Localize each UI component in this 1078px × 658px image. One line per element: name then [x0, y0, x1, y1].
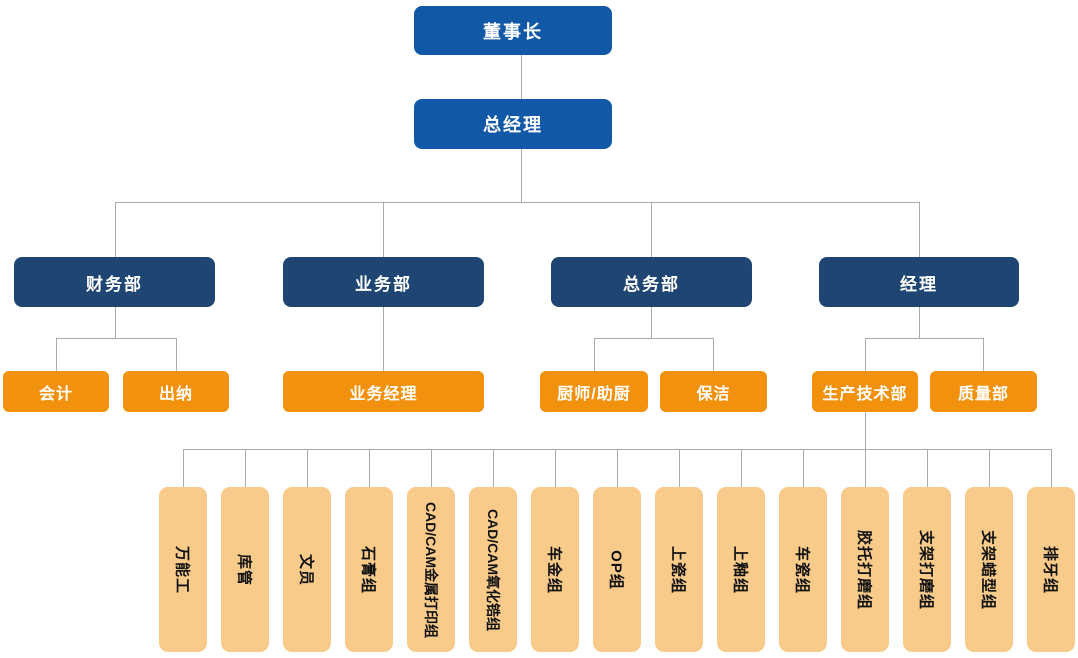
connector-line — [865, 412, 866, 449]
group-label: 上瓷组 — [669, 545, 687, 594]
connector-line — [307, 449, 308, 487]
connector-line — [594, 338, 595, 371]
group-label: CAD/CAM氧化锆组 — [485, 508, 501, 631]
connector-line — [713, 338, 714, 371]
group-label: 车瓷组 — [793, 545, 811, 594]
node-group-warehouse-keeper: 库管 — [221, 487, 269, 652]
connector-line — [741, 449, 742, 487]
group-label: 车金组 — [545, 545, 563, 594]
connector-line — [865, 338, 866, 371]
connector-line — [1051, 449, 1052, 487]
node-team-production-tech: 生产技术部 — [812, 371, 918, 412]
connector-line — [115, 202, 116, 257]
connector-line — [989, 449, 990, 487]
connector-line — [919, 202, 920, 257]
connector-line — [865, 338, 984, 339]
node-general-manager: 总经理 — [414, 99, 612, 149]
connector-line — [369, 449, 370, 487]
connector-line — [431, 449, 432, 487]
connector-line — [493, 449, 494, 487]
node-group-denture-polish: 胶托打磨组 — [841, 487, 889, 652]
connector-line — [865, 449, 866, 487]
connector-line — [651, 202, 652, 257]
node-group-op: OP组 — [593, 487, 641, 652]
node-group-glaze: 上釉组 — [717, 487, 765, 652]
connector-line — [617, 449, 618, 487]
group-label: CAD/CAM金属打印组 — [423, 501, 439, 638]
group-label: 石膏组 — [359, 545, 377, 594]
node-group-universal-worker: 万能工 — [159, 487, 207, 652]
node-dept-general-affairs: 总务部 — [551, 257, 752, 307]
node-team-quality: 质量部 — [930, 371, 1037, 412]
node-group-ceramic-milling: 车瓷组 — [779, 487, 827, 652]
node-group-framework-polish: 支架打磨组 — [903, 487, 951, 652]
connector-line — [679, 449, 680, 487]
connector-line — [176, 338, 177, 371]
node-team-accountant: 会计 — [3, 371, 109, 412]
group-label: 上釉组 — [731, 545, 749, 594]
node-dept-manager: 经理 — [819, 257, 1019, 307]
node-dept-finance: 财务部 — [14, 257, 215, 307]
connector-line — [245, 449, 246, 487]
node-team-cashier: 出纳 — [123, 371, 229, 412]
node-group-plaster: 石膏组 — [345, 487, 393, 652]
connector-line — [594, 338, 714, 339]
connector-line — [383, 307, 384, 371]
node-team-business-manager: 业务经理 — [283, 371, 484, 412]
group-label: 支架蜡型组 — [979, 529, 997, 610]
node-group-cad-cam-metal-print: CAD/CAM金属打印组 — [407, 487, 455, 652]
node-team-chef: 厨师/助厨 — [540, 371, 648, 412]
node-group-porcelain: 上瓷组 — [655, 487, 703, 652]
node-group-cad-cam-zirconia: CAD/CAM氧化锆组 — [469, 487, 517, 652]
group-label: 支架打磨组 — [917, 529, 935, 610]
connector-line — [56, 338, 57, 371]
connector-line — [115, 307, 116, 338]
node-chairman: 董事长 — [414, 6, 612, 55]
connector-line — [927, 449, 928, 487]
group-label: OP组 — [607, 549, 625, 590]
node-group-clerk: 文员 — [283, 487, 331, 652]
group-label: 万能工 — [173, 545, 191, 594]
node-group-teeth-arrangement: 排牙组 — [1027, 487, 1075, 652]
connector-line — [651, 307, 652, 338]
group-label: 排牙组 — [1041, 545, 1059, 594]
node-group-framework-wax: 支架蜡型组 — [965, 487, 1013, 652]
connector-line — [521, 55, 522, 99]
connector-line — [919, 307, 920, 338]
connector-line — [183, 449, 184, 487]
connector-line — [521, 149, 522, 202]
node-dept-business: 业务部 — [283, 257, 484, 307]
node-group-metal-milling: 车金组 — [531, 487, 579, 652]
group-label: 胶托打磨组 — [855, 529, 873, 610]
connector-line — [983, 338, 984, 371]
connector-line — [56, 338, 176, 339]
group-label: 库管 — [235, 553, 253, 586]
connector-line — [803, 449, 804, 487]
group-label: 文员 — [297, 553, 315, 586]
node-team-cleaner: 保洁 — [660, 371, 767, 412]
connector-line — [383, 202, 384, 257]
connector-line — [555, 449, 556, 487]
connector-line — [115, 202, 920, 203]
